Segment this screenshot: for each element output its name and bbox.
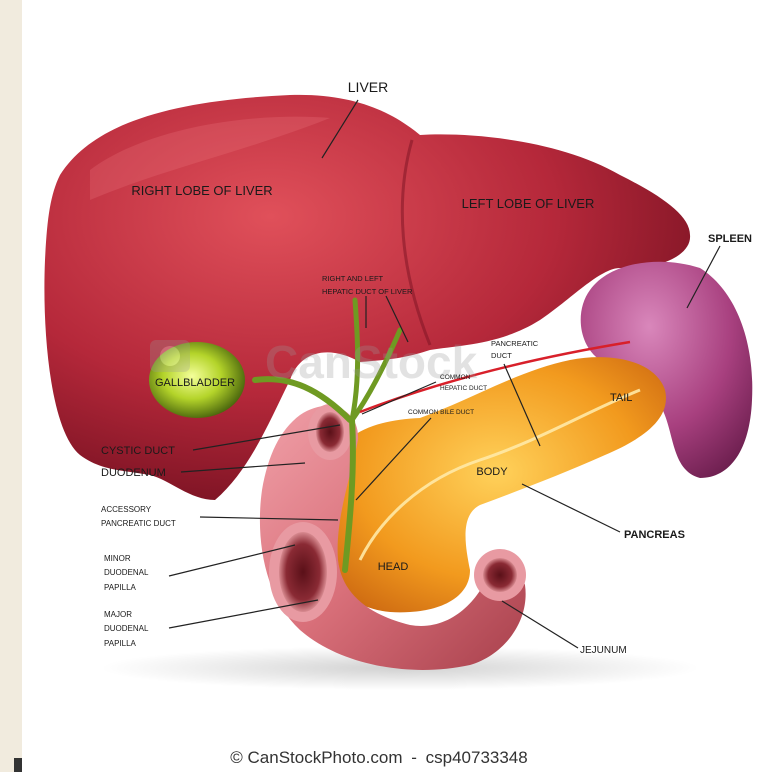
- credit-image-code: csp40733348: [424, 748, 530, 767]
- duodenum-inner-lumen: [279, 532, 327, 612]
- label-right-lobe: RIGHT LOBE OF LIVER: [131, 183, 272, 198]
- label-accessory-2: PANCREATIC DUCT: [101, 519, 176, 528]
- label-hepatic-duct-2: HEPATIC DUCT OF LIVER: [322, 287, 413, 296]
- credit-separator: -: [409, 748, 419, 767]
- label-hepatic-duct-1: RIGHT AND LEFT: [322, 274, 384, 283]
- label-pancreas: PANCREAS: [624, 529, 685, 541]
- label-accessory-1: ACCESSORY: [101, 505, 152, 514]
- label-left-lobe: LEFT LOBE OF LIVER: [462, 196, 595, 211]
- label-minor-3: PAPILLA: [104, 583, 137, 592]
- duodenum-upper-lumen: [316, 412, 344, 452]
- label-major-2: DUODENAL: [104, 624, 149, 633]
- label-tail: TAIL: [610, 392, 632, 404]
- label-pancreatic-duct-1: PANCREATIC: [491, 339, 539, 348]
- label-jejunum: JEJUNUM: [580, 645, 627, 656]
- label-minor-1: MINOR: [104, 554, 131, 563]
- label-spleen: SPLEEN: [708, 233, 752, 245]
- label-duodenum: DUODENUM: [101, 467, 166, 479]
- label-body: BODY: [476, 466, 508, 478]
- stock-credit: © CanStockPhoto.com - csp40733348: [0, 748, 758, 768]
- label-common-hepatic-1: COMMON: [440, 374, 471, 381]
- label-major-1: MAJOR: [104, 610, 132, 619]
- label-cystic-duct: CYSTIC DUCT: [101, 445, 175, 457]
- label-liver: LIVER: [348, 79, 388, 95]
- label-head: HEAD: [378, 561, 409, 573]
- label-common-hepatic-2: HEPATIC DUCT: [440, 385, 487, 392]
- label-minor-2: DUODENAL: [104, 568, 149, 577]
- label-common-bile-duct: COMMON BILE DUCT: [408, 409, 474, 416]
- jejunum-lumen: [483, 558, 517, 592]
- label-gallbladder: GALLBLADDER: [155, 377, 235, 389]
- label-major-3: PAPILLA: [104, 639, 137, 648]
- credit-site: © CanStockPhoto.com: [228, 748, 404, 767]
- label-pancreatic-duct-2: DUCT: [491, 351, 512, 360]
